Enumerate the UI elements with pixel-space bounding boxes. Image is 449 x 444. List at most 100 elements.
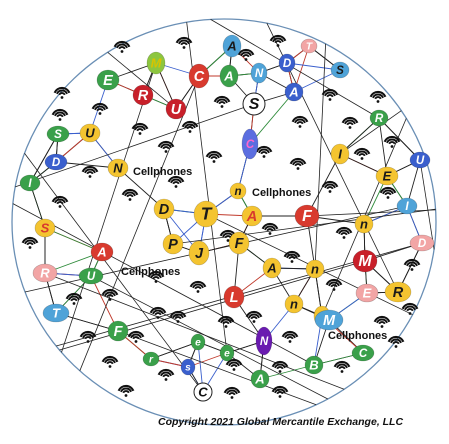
outer-ellipse [11, 18, 437, 426]
wifi-icon [291, 115, 309, 128]
node-R: R [132, 84, 154, 106]
node-letter: N [113, 160, 123, 175]
node-T: T [42, 303, 70, 323]
node-F: F [107, 320, 129, 342]
node-letter: N [255, 67, 264, 80]
wifi-icon [245, 310, 263, 323]
node-letter: M [151, 55, 163, 70]
node-letter: C [359, 347, 368, 360]
node-E: E [355, 283, 379, 303]
node-F: F [228, 231, 250, 255]
wifi-icon [387, 335, 405, 348]
wifi-icons [21, 34, 421, 399]
wifi-icon [167, 175, 185, 188]
wifi-icon [101, 288, 119, 301]
node-letter: R [138, 88, 149, 104]
wifi-icon [379, 186, 397, 199]
node-letter: A [266, 260, 276, 275]
wifi-icon [53, 86, 71, 99]
node-U: U [78, 267, 104, 285]
node-A: A [241, 205, 263, 227]
connection-line [24, 153, 204, 393]
node-letter: D [159, 202, 170, 218]
wifi-icon [401, 302, 419, 315]
wifi-icon [51, 108, 69, 121]
cellphones-label: Cellphones [328, 330, 387, 342]
node-letter: T [52, 305, 61, 320]
wifi-icon [21, 236, 39, 249]
connection-line [29, 133, 59, 184]
node-E: E [375, 166, 399, 186]
wifi-icon [117, 384, 135, 397]
wifi-icon [369, 90, 387, 103]
node-I: I [19, 174, 41, 192]
node-D: D [278, 53, 296, 73]
node-e: e [219, 344, 235, 362]
node-C: C [188, 63, 210, 89]
node-letter: P [168, 237, 178, 253]
node-letter: n [290, 296, 298, 311]
wifi-icon [255, 145, 273, 158]
node-letter: D [283, 57, 292, 70]
cellphones-label: Cellphones [133, 166, 192, 178]
node-letter: s [185, 363, 191, 374]
node-letter: n [234, 185, 241, 198]
node-L: L [223, 285, 245, 309]
node-letter: S [41, 220, 50, 235]
node-U: U [165, 98, 187, 120]
node-N: N [255, 326, 273, 356]
node-S: S [242, 92, 266, 116]
wifi-icon [101, 355, 119, 368]
wifi-icon [79, 330, 97, 343]
node-N: N [107, 158, 129, 178]
node-A: A [219, 64, 239, 88]
node-letter: E [363, 285, 372, 300]
node-letter: U [171, 102, 182, 118]
wifi-icon [237, 48, 255, 61]
node-letter: U [416, 154, 425, 167]
cellphones-label: Cellphones [121, 266, 180, 278]
node-F: F [294, 204, 320, 228]
node-M: M [352, 249, 378, 273]
wifi-icon [271, 385, 289, 398]
node-letter: N [260, 335, 269, 348]
node-letter: r [149, 355, 154, 366]
connection-line [107, 51, 177, 110]
node-D: D [153, 198, 175, 220]
wifi-icon [81, 165, 99, 178]
wifi-icon [147, 270, 165, 283]
node-letter: S [249, 96, 260, 113]
node-S: S [46, 125, 70, 143]
connection-line [117, 167, 165, 210]
node-e: e [190, 333, 206, 351]
node-letter: T [306, 42, 313, 53]
node-n: n [284, 294, 304, 314]
connection-line [249, 91, 295, 145]
wifi-icon [121, 188, 139, 201]
wifi-icon [205, 150, 223, 163]
node-I: I [396, 197, 418, 215]
wifi-icon [283, 250, 301, 263]
node-A: A [250, 369, 270, 389]
node-E: E [96, 69, 120, 91]
wifi-icon [325, 278, 343, 291]
node-T: T [300, 38, 318, 54]
node-letter: R [40, 265, 50, 280]
node-letter: A [246, 209, 257, 225]
wifi-icon [321, 88, 339, 101]
cellphones-label: Cellphones [252, 187, 311, 199]
node-letter: F [114, 324, 124, 340]
node-letter: C [194, 69, 205, 85]
node-A: A [222, 34, 242, 58]
node-A: A [284, 82, 304, 102]
node-C: C [351, 344, 375, 362]
node-J: J [188, 240, 210, 266]
node-letter: n [311, 261, 319, 276]
node-U: U [79, 123, 101, 143]
node-letter: A [96, 244, 106, 259]
node-S: S [34, 218, 56, 238]
wifi-icon [157, 368, 175, 381]
node-letter: J [195, 246, 204, 262]
